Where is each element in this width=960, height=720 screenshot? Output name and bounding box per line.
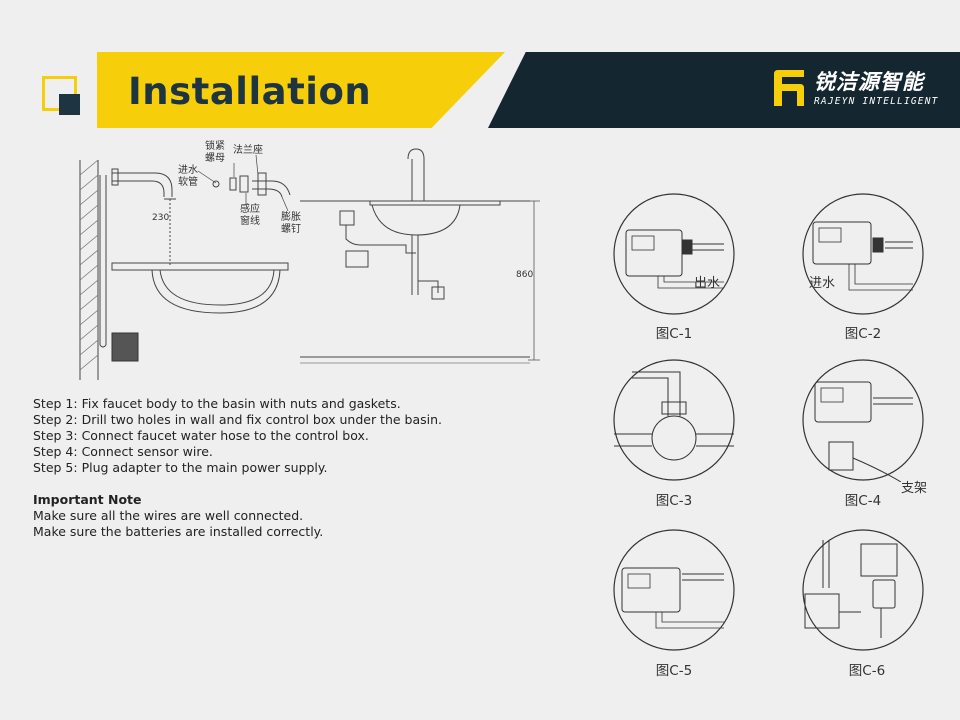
brand-name-cn: 锐洁源智能: [814, 70, 924, 94]
faucet-elevation: [407, 148, 425, 201]
step-3: Step 3: Connect faucet water hose to the…: [33, 428, 369, 443]
figure-c6-illustration: [802, 529, 924, 651]
figure-c2-label: 进水: [809, 276, 836, 291]
installation-diagram: [79, 148, 540, 380]
label-sensor-window: 感应 窗线: [240, 204, 260, 227]
header-yellow-banner: [97, 52, 505, 128]
control-box: [111, 332, 139, 362]
note-line-2: Make sure the batteries are installed co…: [33, 524, 324, 539]
basin-bowl: [151, 269, 281, 314]
figure-c1-illustration: [613, 193, 735, 315]
brand-name-en: RAJEYN INTELLIGENT: [814, 96, 939, 107]
dimension-230: 230: [152, 213, 170, 223]
corner-square-fill: [59, 94, 80, 115]
important-note-title: Important Note: [33, 492, 142, 507]
dimension-860: 860: [516, 270, 534, 280]
step-2: Step 2: Drill two holes in wall and fix …: [33, 412, 443, 427]
note-line-1: Make sure all the wires are well connect…: [33, 508, 304, 523]
label-inlet-hose: 进水 软管: [178, 165, 198, 188]
figure-c3-caption: 图C-3: [655, 493, 693, 509]
step-4: Step 4: Connect sensor wire.: [33, 444, 213, 459]
elevation-view: [300, 148, 540, 364]
figure-c5-caption: 图C-5: [655, 663, 693, 679]
figure-c4-illustration: [802, 359, 924, 482]
figure-c3-illustration: [613, 359, 735, 481]
page-title: Installation: [128, 70, 372, 113]
figure-c1-label: 出水: [694, 276, 721, 291]
basin-counter: [111, 262, 289, 271]
figure-c4-label: 支架: [901, 481, 928, 496]
figure-c6-caption: 图C-6: [848, 663, 886, 679]
figure-c4-caption: 图C-4: [844, 493, 882, 509]
faucet-spout: [112, 172, 173, 197]
instructions: Step 1: Fix faucet body to the basin wit…: [33, 396, 442, 540]
label-flange-seat: 法兰座: [233, 145, 263, 156]
figure-c5-illustration: [613, 529, 735, 651]
label-lock-nut: 锁紧 螺母: [205, 141, 225, 164]
step-5: Step 5: Plug adapter to the main power s…: [33, 460, 328, 475]
header-dark-banner: [488, 52, 960, 128]
label-expansion-screw: 膨胀 螺钉: [281, 212, 301, 235]
inlet-hose: [99, 175, 107, 345]
figure-c2-caption: 图C-2: [844, 326, 882, 342]
figure-c1-caption: 图C-1: [655, 326, 693, 342]
wall-hatch: [79, 159, 99, 380]
figure-c2-illustration: [802, 193, 924, 315]
step-1: Step 1: Fix faucet body to the basin wit…: [33, 396, 401, 411]
brand-logo-icon: [774, 70, 804, 106]
